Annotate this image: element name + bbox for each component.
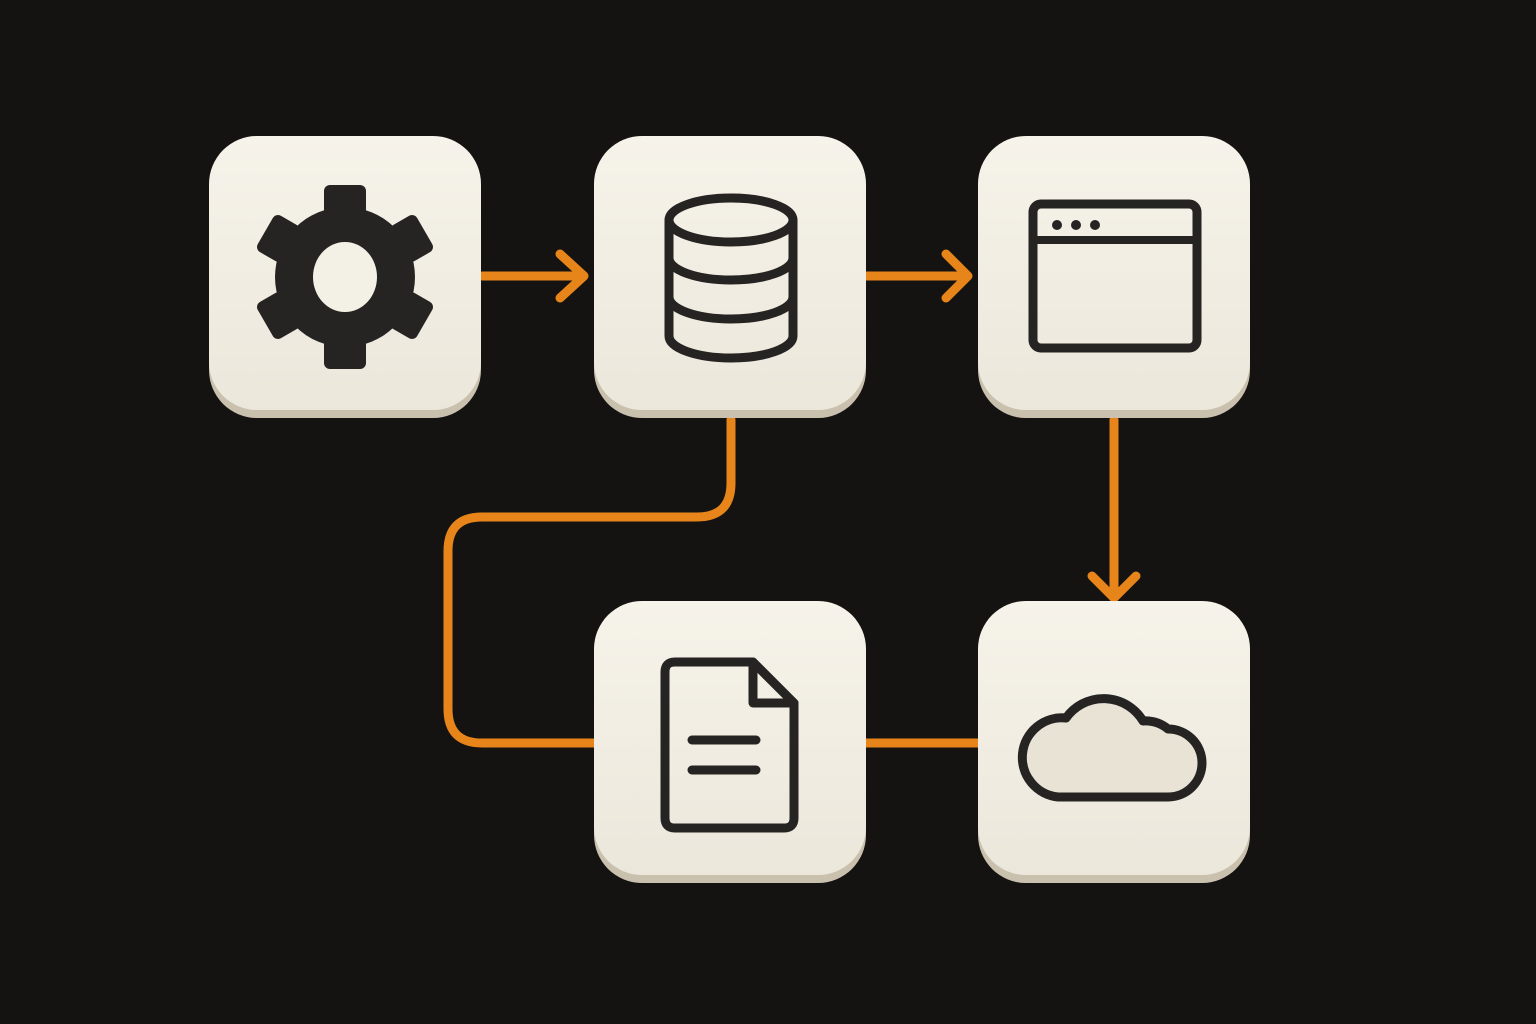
arrowhead-icon: [941, 249, 973, 303]
browser-window-icon: [1028, 199, 1202, 353]
document-icon: [660, 657, 799, 833]
node-browser[interactable]: [978, 136, 1250, 418]
edge-settings-to-database: [477, 249, 589, 303]
edge-browser-to-cloud: [1087, 415, 1141, 603]
arrowhead-icon: [1087, 571, 1141, 603]
node-document[interactable]: [594, 601, 866, 883]
node-cloud[interactable]: [978, 601, 1250, 883]
gear-icon: [257, 185, 433, 369]
cloud-icon: [1017, 694, 1207, 802]
edge-database-to-document: [443, 415, 736, 748]
node-database[interactable]: [594, 136, 866, 418]
edge-database-to-browser: [860, 249, 973, 303]
node-settings[interactable]: [209, 136, 481, 418]
database-icon: [664, 193, 798, 363]
arrowhead-icon: [555, 249, 589, 303]
